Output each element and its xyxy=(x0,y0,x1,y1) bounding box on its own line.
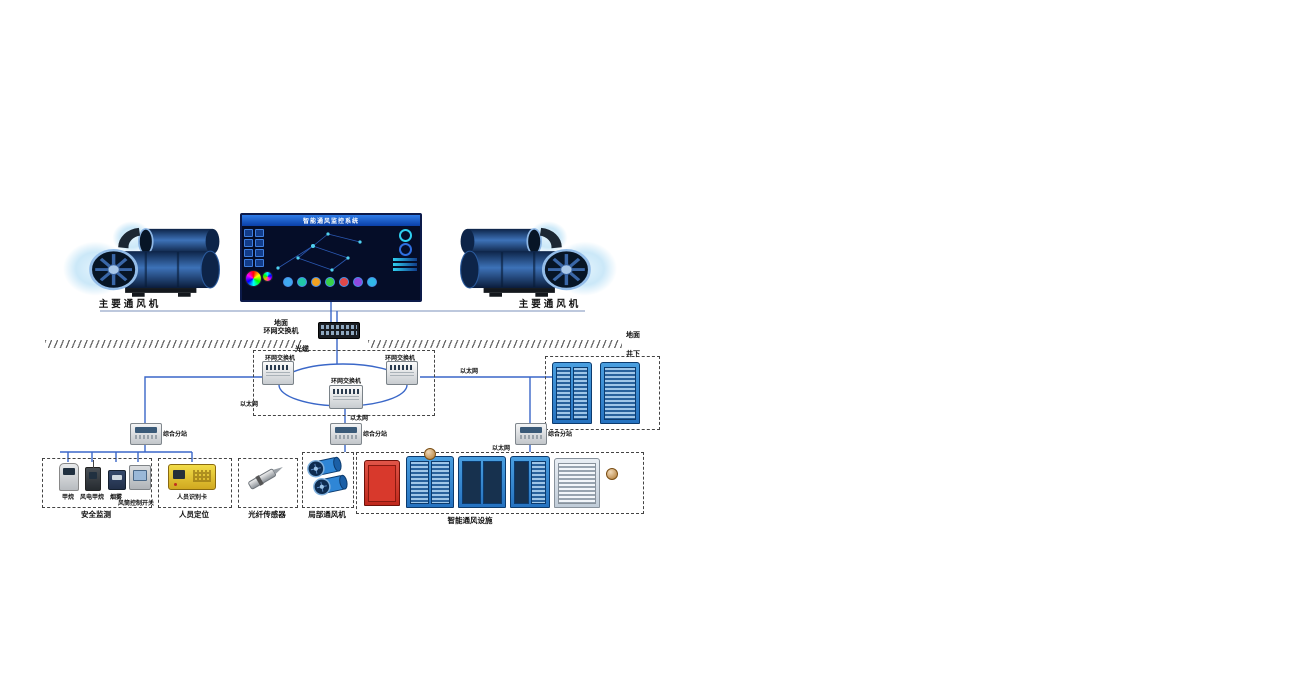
louver-panel-device xyxy=(554,458,600,508)
methane-sensor-device xyxy=(59,463,79,491)
ring-switch-bottom-device xyxy=(329,385,363,409)
ring-switch-left-device xyxy=(262,361,294,385)
underground-cabinets-box xyxy=(545,356,660,430)
safety-monitoring-box xyxy=(42,458,152,508)
substation-2-label: 综合分站 xyxy=(363,432,388,438)
main-fan-left-label: 主要通风机 xyxy=(98,299,162,310)
vent-cabinet-2 xyxy=(458,456,506,508)
sensor-ball-2 xyxy=(606,468,618,480)
ground-ring-switch-label-line1: 地面 xyxy=(274,320,288,327)
personnel-card-label: 人员识别卡 xyxy=(176,495,208,501)
substation-2-device xyxy=(330,423,362,445)
screen-dock-icons xyxy=(270,276,390,288)
underground-label: 井下 xyxy=(626,351,640,358)
fiber-sensor-icon xyxy=(248,467,283,490)
vent-cabinet-3 xyxy=(510,456,550,508)
red-air-door-device xyxy=(364,460,400,506)
ground-ring-switch-device xyxy=(318,322,360,339)
vent-cabinet-1 xyxy=(406,456,454,508)
ground-hatch-right xyxy=(368,340,622,348)
ground-ring-switch-label: 地面 环网交换机 xyxy=(258,320,304,336)
surface-label: 地面 xyxy=(626,332,640,339)
local-fan-box xyxy=(302,452,354,508)
ground-ring-switch-label-line2: 环网交换机 xyxy=(263,328,299,335)
wind-electric-methane-device xyxy=(85,460,101,491)
underground-cabinet-1 xyxy=(552,362,592,424)
ground-hatch-left xyxy=(45,340,302,348)
smoke-sensor-device xyxy=(108,470,126,490)
substation-3-device xyxy=(515,423,547,445)
fiber-sensor-box xyxy=(238,458,298,508)
substation-1-device xyxy=(130,423,162,445)
safety-monitoring-caption: 安全监测 xyxy=(81,510,111,519)
wind-electric-methane-label: 风电甲烷 xyxy=(79,495,105,501)
screen-toolbar-icons xyxy=(244,229,264,267)
personnel-positioning-caption: 人员定位 xyxy=(179,510,209,519)
ring-switch-right-label: 环网交换机 xyxy=(384,356,416,362)
smart-ventilation-caption: 智能通风设施 xyxy=(447,516,493,525)
optical-cable-label: 光缆 xyxy=(295,346,309,353)
monitoring-screen: 智能通风监控系统 xyxy=(240,213,422,302)
main-fan-right-label: 主要通风机 xyxy=(518,299,582,310)
substation-3-label: 综合分站 xyxy=(548,432,573,438)
ethernet-label-right: 以太网 xyxy=(460,369,479,375)
sensor-ball-1 xyxy=(424,448,436,460)
main-fan-right xyxy=(458,219,619,299)
network-map-graphic xyxy=(276,232,362,272)
duct-control-switch-label: 风筒控制开关 xyxy=(117,501,155,507)
underground-cabinet-2 xyxy=(600,362,640,424)
duct-control-switch-device xyxy=(129,465,151,490)
ring-switch-left-label: 环网交换机 xyxy=(264,356,296,362)
ethernet-label-left: 以太网 xyxy=(240,402,259,408)
smart-ventilation-box xyxy=(356,452,644,514)
ethernet-label-center: 以太网 xyxy=(350,416,369,422)
personnel-card-reader-device xyxy=(168,464,216,490)
ring-network-box xyxy=(253,350,435,416)
substation-1-label: 综合分站 xyxy=(163,432,188,438)
main-fan-left xyxy=(61,219,222,299)
methane-sensor-label: 甲烷 xyxy=(61,495,75,501)
ring-switch-bottom-label: 环网交换机 xyxy=(330,379,362,385)
smoke-sensor-label: 烟雾 xyxy=(109,495,123,501)
ring-switch-right-device xyxy=(386,361,418,385)
ethernet-label-lower: 以太网 xyxy=(492,446,511,452)
screen-title: 智能通风监控系统 xyxy=(242,215,420,226)
personnel-positioning-box xyxy=(158,458,232,508)
local-fan-caption: 局部通风机 xyxy=(308,510,346,519)
color-wheel-gauge xyxy=(245,270,262,287)
screen-body xyxy=(242,226,420,289)
screen-gauge-panel xyxy=(392,228,418,273)
fiber-sensor-caption: 光纤传感器 xyxy=(248,510,286,519)
color-ring-gauge xyxy=(262,271,273,282)
